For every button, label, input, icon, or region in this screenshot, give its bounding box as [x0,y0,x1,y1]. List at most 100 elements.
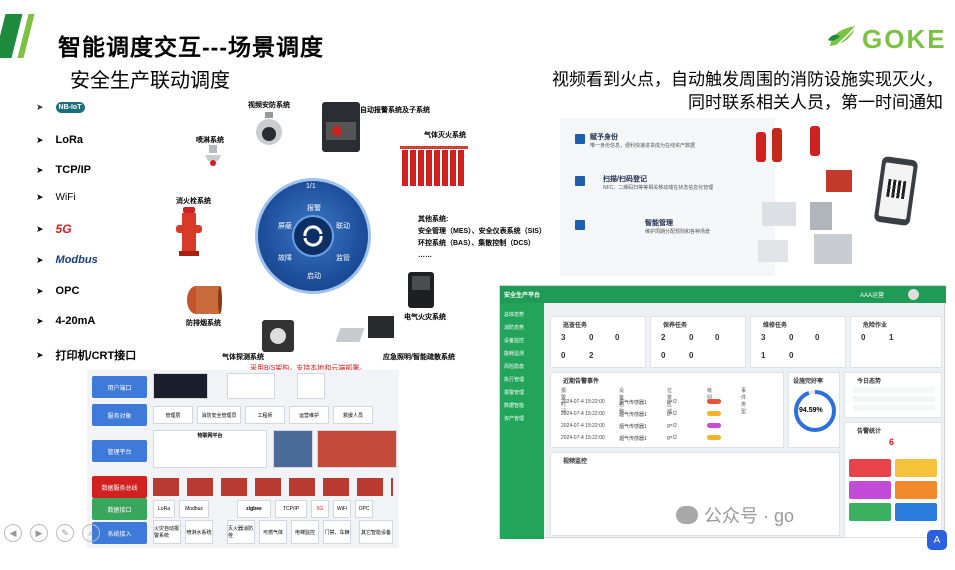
protocol-5g: ➤ 5G [36,222,72,236]
hub-segment-supervise[interactable]: 监管 [336,255,350,262]
phone-icon [873,155,919,227]
node-gas-label: 气体灭火系统 [424,132,466,139]
dashboard-title: 安全生产平台 [504,293,541,299]
alarm-tile[interactable] [895,481,937,499]
sidebar-item[interactable]: 数据智能 [504,403,525,409]
smoke-fan-icon [186,284,222,316]
sprinkler-icon [200,145,226,167]
hub-segment-start[interactable]: 启动 [307,273,321,280]
today-overview-card: 今日态势 [844,372,942,418]
protocol-wifi: ➤ WiFi [36,192,76,203]
other-systems: 其他系统: 安全管理（MES）、安全仪表系统（SIS） 环控系统（BAS）、集散… [418,216,546,259]
arrow-icon: ➤ [36,164,44,175]
arch-service-item: 管理层 [153,406,193,424]
protocol-4-20ma: ➤ 4-20mA [36,315,96,327]
sidebar-item[interactable]: 执行管理 [504,377,525,383]
arch-service-item: 救援人员 [333,406,373,424]
arch-platform-box: 物联网平台 [153,430,267,468]
card-hazardous-work[interactable]: 危险作业 0 1 [850,316,942,368]
arch-row-service: 服务对象 [92,404,147,426]
qr-code-icon [878,162,914,220]
goke-logo: GOKE [826,22,952,56]
card-maintenance-task[interactable]: 保养任务 2 0 0 0 0 [650,316,746,368]
alarm-statistics-card: 告警统计 6 [844,422,942,538]
arch-protocol: Modbus [179,500,209,518]
node-hydrant-label: 消火栓系统 [176,198,211,205]
alarm-tile[interactable] [849,503,891,521]
prev-slide-button[interactable]: ◀ [4,524,22,542]
zoom-button[interactable]: ⌕ [82,524,100,542]
scenario-description: 视频看到火点，自动触发周围的消防设施实现灭火， 同时联系相关人员，第一时间通知 [552,70,943,112]
arrow-icon: ➤ [36,102,44,112]
pen-tool-button[interactable]: ✎ [56,524,74,542]
protocol-opc: ➤ OPC [36,285,80,297]
arch-access-item: 可燃气体 [259,520,287,544]
arch-service-item: 消防安全管理员 [197,406,241,424]
arch-protocol: WiFi [333,500,351,518]
arch-row-access: 系统接入 [92,522,147,544]
avatar[interactable] [908,289,919,300]
electrical-monitor-icon [408,272,434,308]
alarm-tile[interactable] [849,481,891,499]
arch-screen-b [227,373,275,399]
hub-segment-shield[interactable]: 屏蔽 [278,223,292,230]
rate-value: 94.59% [799,407,823,414]
arrow-icon: ➤ [36,254,44,265]
arrow-icon: ➤ [36,349,44,360]
hub-center[interactable] [292,215,334,257]
control-hub[interactable]: 1/1 报警 联动 监管 启动 故障 屏蔽 [255,178,371,294]
arch-screen-c [297,373,325,399]
sidebar-item[interactable]: 报警管理 [504,390,525,396]
hub-segment-linkage[interactable]: 联动 [336,223,350,230]
arch-service-item: 运营维护 [289,406,329,424]
sidebar-item[interactable]: 资产管理 [504,416,525,422]
protocol-nbiot: ➤ NB-IoT [36,102,85,113]
arch-access-item: 电梯监控 [291,520,319,544]
safety-dashboard: 安全生产平台 AAA运营 总体态势 消防态势 设备监控 能耗监测 风险隐患 执行… [499,285,946,539]
page-subtitle: 安全生产联动调度 [70,70,230,92]
video-monitor-card: 视频监控 [550,452,840,536]
card-repair-task[interactable]: 维修任务 3 0 0 1 0 [750,316,846,368]
arch-service-item: 工程师 [245,406,285,424]
arch-access-item: 门禁、车辆 [323,520,351,544]
assistant-icon[interactable]: A [927,530,947,550]
arrow-icon: ➤ [36,285,44,296]
sidebar-item[interactable]: 风险隐患 [504,364,525,370]
scan-icon [575,176,585,186]
alarm-tile[interactable] [895,459,937,477]
dashboard-topbar: 安全生产平台 AAA运营 [500,286,946,303]
protocol-modbus: ➤ Modbus [36,254,98,266]
next-slide-button[interactable]: ▶ [30,524,48,542]
id-card-icon [575,134,585,144]
sidebar-item[interactable]: 消防态势 [504,325,525,331]
asset-step-desc: 唯一身份信息，便利快速进货成为在线资产数据 [590,143,696,149]
dashboard-sidebar: 总体态势 消防态势 设备监控 能耗监测 风险隐患 执行管理 报警管理 数据智能 … [500,303,544,539]
arch-protocol: 5G [311,500,329,518]
card-patrol-task[interactable]: 巡查任务 3 0 0 0 2 [550,316,646,368]
fire-alarm-panel-icon [322,102,360,152]
hub-segment-fault[interactable]: 故障 [278,255,292,262]
arch-screen-a [153,373,208,399]
arrow-icon: ➤ [36,192,44,202]
alarm-tile[interactable] [849,459,891,477]
sidebar-item[interactable]: 总体态势 [504,312,525,318]
hub-page-indicator: 1/1 [306,183,316,190]
hub-segment-alarm[interactable]: 报警 [307,205,321,212]
arch-access-item: 喷淋水系统 [185,520,213,544]
alarm-events-card: 近期告警事件 报警时间 设备名称 位置区域 级别 事件类型 2024-07-4 … [550,372,784,448]
arrow-icon: ➤ [36,315,44,326]
gas-detector-icon [262,320,294,352]
arch-access-item: 火灾自动报警系统 [153,520,181,544]
asset-identity-panel [560,118,775,276]
architecture-note: 采用B/S架构，支持本地和云端部署。 [250,365,367,372]
brain-icon [575,220,585,230]
arch-protocol: zigbee [237,500,271,518]
arch-access-item: 其它智能设备 [359,520,393,544]
sidebar-item[interactable]: 能耗监测 [504,351,525,357]
alarm-tile[interactable] [895,503,937,521]
arch-row-platform: 管理平台 [92,440,147,462]
node-fire-alarm-label: 火灾自动报警系统及子系统 [346,107,430,114]
fire-equipment-images [752,122,862,272]
node-smoke-label: 防排烟系统 [186,320,221,327]
sidebar-item[interactable]: 设备监控 [504,338,525,344]
